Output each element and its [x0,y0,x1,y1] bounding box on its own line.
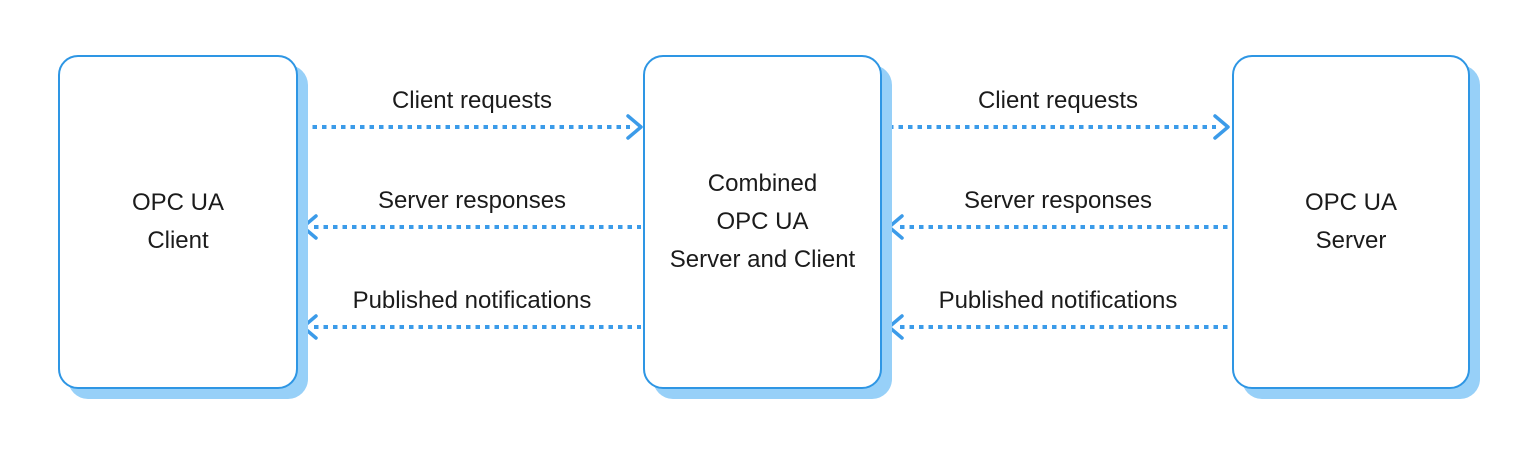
node-label-opc-ua-client: OPC UA Client [131,189,224,254]
arrow-published-notifications-right [887,314,1228,340]
arrow-published-notifications-left [301,314,641,340]
arrow-server-responses-left [301,214,641,240]
edge-label-server-responses-right: Server responses [963,187,1153,214]
arrow-client-requests-right [889,114,1230,140]
edge-label-published-notifications-right: Published notifications [938,287,1178,314]
node-opc-ua-server: OPC UA Server [1232,55,1470,389]
edge-label-published-notifications-left: Published notifications [352,287,592,314]
node-label-combined-opc-ua-server-and-client: Combined OPC UA Server and Client [669,170,856,273]
edge-label-client-requests-right: Client requests [977,87,1139,114]
edge-label-client-requests-left: Client requests [391,87,553,114]
node-opc-ua-client: OPC UA Client [58,55,298,389]
node-combined-opc-ua-server-and-client: Combined OPC UA Server and Client [643,55,882,389]
node-label-opc-ua-server: OPC UA Server [1304,189,1397,254]
arrow-server-responses-right [887,214,1228,240]
edge-label-server-responses-left: Server responses [377,187,567,214]
arrow-client-requests-left [303,114,643,140]
